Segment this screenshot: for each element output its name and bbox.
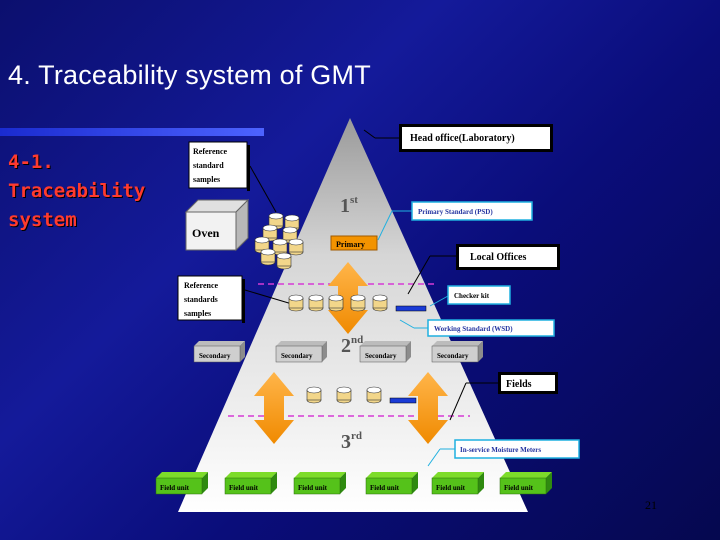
callout-head-office: Head office(Laboratory) xyxy=(363,124,553,152)
sample-cylinder-icon xyxy=(306,386,322,404)
secondary-box: Secondary xyxy=(275,341,327,363)
tier-label-2nd: 2nd xyxy=(341,334,363,357)
sample-cylinder-icon xyxy=(366,386,382,404)
field-unit-box: Field unit xyxy=(293,472,346,495)
svg-text:Primary Standard (PSD): Primary Standard (PSD) xyxy=(418,208,493,216)
svg-text:samples: samples xyxy=(193,175,220,184)
callout-checker-kit: Checker kit xyxy=(429,285,511,307)
svg-text:Secondary: Secondary xyxy=(281,352,313,360)
field-units-row: Field unit Field unit Field unit Field unit… xyxy=(155,472,552,495)
field-unit-label: Field unit xyxy=(298,484,328,492)
field-unit-box: Field unit xyxy=(431,472,484,495)
secondary-box: Secondary xyxy=(193,341,245,363)
sample-cylinders-middle xyxy=(288,294,388,312)
svg-text:Secondary: Secondary xyxy=(199,352,231,360)
page-number: 21 xyxy=(645,498,657,512)
sample-cylinder-icon xyxy=(288,238,304,256)
field-unit-box: Field unit xyxy=(224,472,277,495)
callout-primary-standard: Primary Standard (PSD) xyxy=(377,201,533,241)
primary-box: Primary xyxy=(330,235,378,251)
svg-text:standards: standards xyxy=(184,295,218,304)
checker-kit-bar xyxy=(395,305,427,312)
sample-cylinder-icon xyxy=(276,252,292,270)
title-underline-bar xyxy=(0,128,264,136)
svg-text:Reference: Reference xyxy=(184,281,219,290)
field-unit-label: Field unit xyxy=(504,484,534,492)
svg-text:standard: standard xyxy=(193,161,224,170)
sample-cylinders-top xyxy=(254,212,304,270)
svg-text:Fields: Fields xyxy=(506,379,532,390)
moisture-meter-bar xyxy=(389,397,417,404)
double-arrow-icon xyxy=(328,262,368,334)
secondary-box: Secondary xyxy=(431,341,483,363)
callout-local-offices: Local Offices xyxy=(407,244,560,295)
svg-text:Reference: Reference xyxy=(193,147,228,156)
slide-title: 4. Traceability system of GMT xyxy=(8,60,371,90)
callout-fields: Fields xyxy=(449,372,558,421)
tier-label-1st: 1st xyxy=(340,194,358,217)
subtitle-line-1: 4-1. xyxy=(8,151,54,173)
sample-cylinder-icon xyxy=(328,294,344,312)
tier-label-3rd: 3rd xyxy=(341,430,362,453)
sample-cylinders-bottom xyxy=(306,386,382,404)
section-subtitle: 4-1. Traceability system xyxy=(8,148,145,235)
sample-cylinder-icon xyxy=(272,238,288,256)
svg-text:Working Standard (WSD): Working Standard (WSD) xyxy=(434,325,513,333)
svg-text:Oven: Oven xyxy=(192,226,220,240)
field-unit-box: Field unit xyxy=(499,472,552,495)
field-unit-label: Field unit xyxy=(229,484,259,492)
svg-text:Secondary: Secondary xyxy=(365,352,397,360)
double-arrow-icon xyxy=(254,372,294,444)
sample-cylinder-icon xyxy=(262,224,278,242)
field-unit-box: Field unit xyxy=(365,472,418,495)
svg-text:Primary: Primary xyxy=(336,240,365,249)
secondary-box: Secondary xyxy=(359,341,411,363)
svg-text:Local Offices: Local Offices xyxy=(470,252,526,263)
field-unit-box: Field unit xyxy=(155,472,208,495)
field-unit-label: Field unit xyxy=(436,484,466,492)
sample-cylinder-icon xyxy=(372,294,388,312)
sample-cylinder-icon xyxy=(260,248,276,266)
callout-in-service: In-service Moisture Meters xyxy=(427,439,580,467)
sample-cylinder-icon xyxy=(336,386,352,404)
svg-text:samples: samples xyxy=(184,309,211,318)
svg-text:In-service Moisture Meters: In-service Moisture Meters xyxy=(460,446,541,454)
subtitle-line-2: Traceability xyxy=(8,180,146,202)
reference-standards-box xyxy=(177,275,243,321)
oven-icon: Oven xyxy=(184,198,250,252)
svg-text:Secondary: Secondary xyxy=(437,352,469,360)
sample-cylinder-icon xyxy=(308,294,324,312)
svg-text:Head office(Laboratory): Head office(Laboratory) xyxy=(410,133,515,144)
callout-working-standard: Working Standard (WSD) xyxy=(399,319,555,337)
svg-text:Checker kit: Checker kit xyxy=(454,292,490,300)
subtitle-line-3: system xyxy=(8,209,77,231)
sample-cylinder-icon xyxy=(350,294,366,312)
field-unit-label: Field unit xyxy=(160,484,190,492)
double-arrow-icon xyxy=(408,372,448,444)
sample-cylinder-icon xyxy=(288,294,304,312)
field-unit-label: Field unit xyxy=(370,484,400,492)
